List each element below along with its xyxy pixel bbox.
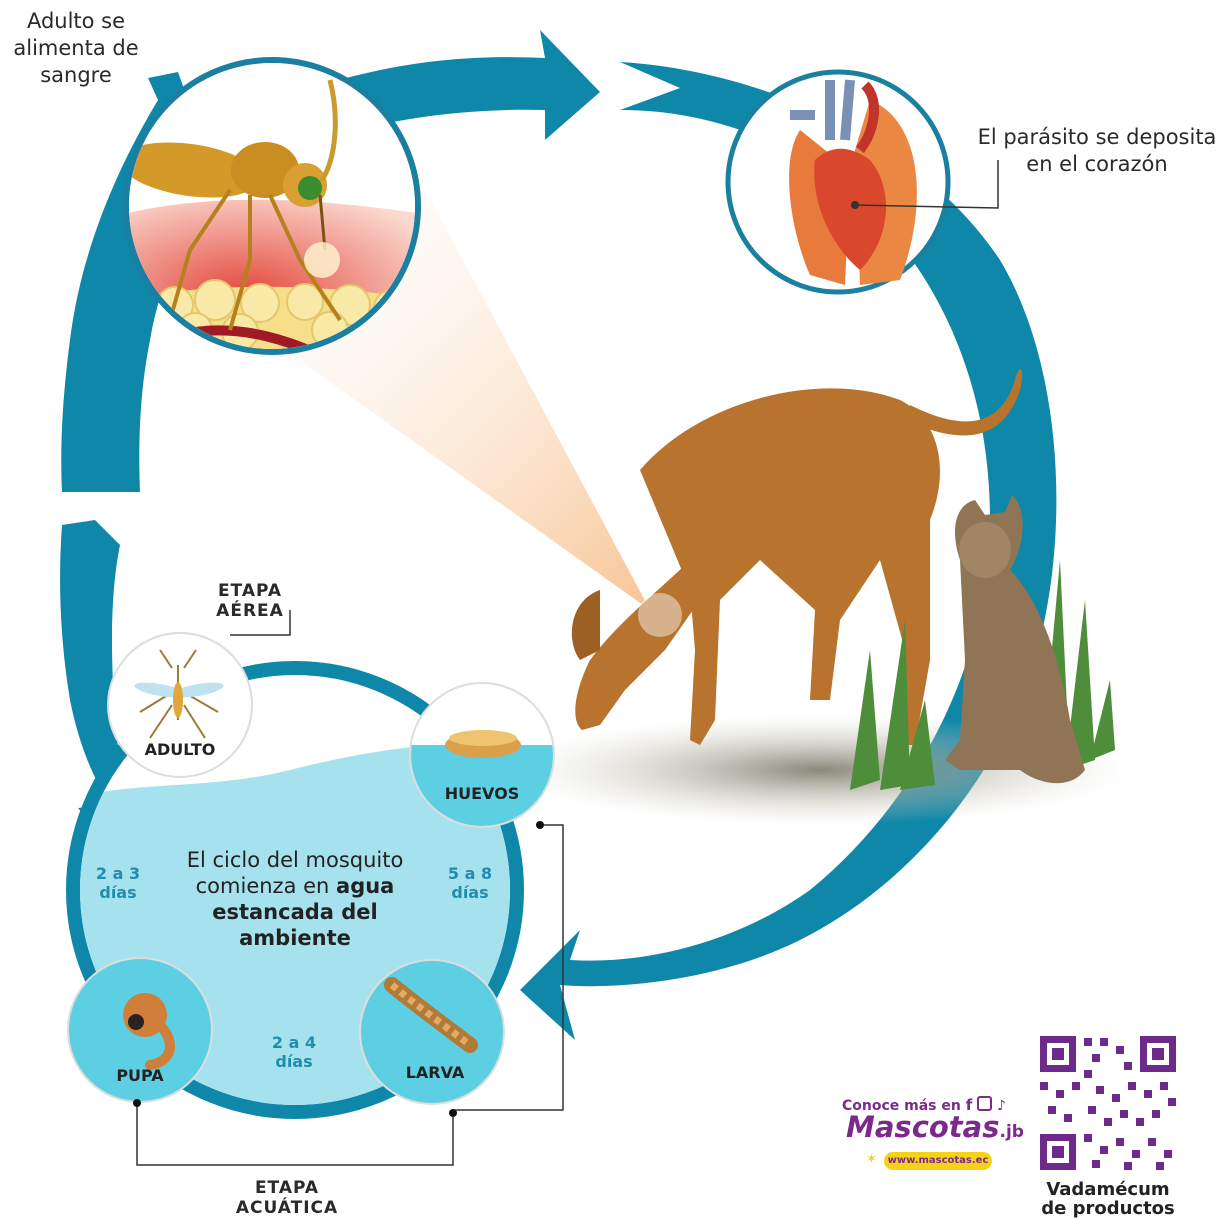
qr-caption: Vadamécum de productos [1028, 1180, 1188, 1218]
eggs-stage-label: HUEVOS [432, 784, 532, 803]
aerial-stage-label: ETAPA AÉREA [200, 581, 300, 621]
duration-eggs-larva: 5 a 8 días [430, 864, 510, 902]
instagram-icon[interactable] [977, 1096, 992, 1111]
brand-logo[interactable]: Mascotas.jb [846, 1110, 1016, 1144]
qr-code [1038, 1034, 1178, 1172]
cycle-center-text: El ciclo del mosquito comienza en agua e… [160, 847, 430, 951]
adult-feeds-label: Adulto se alimenta de sangre [0, 8, 152, 89]
brand-suffix: .jb [1000, 1122, 1024, 1142]
sparkle-icon: ✶ [866, 1152, 877, 1167]
pupa-stage-label: PUPA [90, 1066, 190, 1085]
duration-pupa-adult: 2 a 3 días [78, 864, 158, 902]
cat-illustration [945, 495, 1085, 783]
brand-name: Mascotas [846, 1110, 1000, 1144]
dog-illustration [572, 369, 1022, 745]
duration-larva-pupa: 2 a 4 días [254, 1033, 334, 1071]
aquatic-stage-label: ETAPA ACUÁTICA [222, 1178, 352, 1218]
larva-circle [360, 960, 504, 1104]
adult-stage-label: ADULTO [130, 740, 230, 759]
larva-stage-label: LARVA [385, 1063, 485, 1082]
brand-url[interactable]: www.mascotas.ec [884, 1155, 992, 1166]
parasite-heart-label: El parásito se deposita en el corazón [972, 124, 1222, 178]
heart-illustration [728, 72, 948, 292]
